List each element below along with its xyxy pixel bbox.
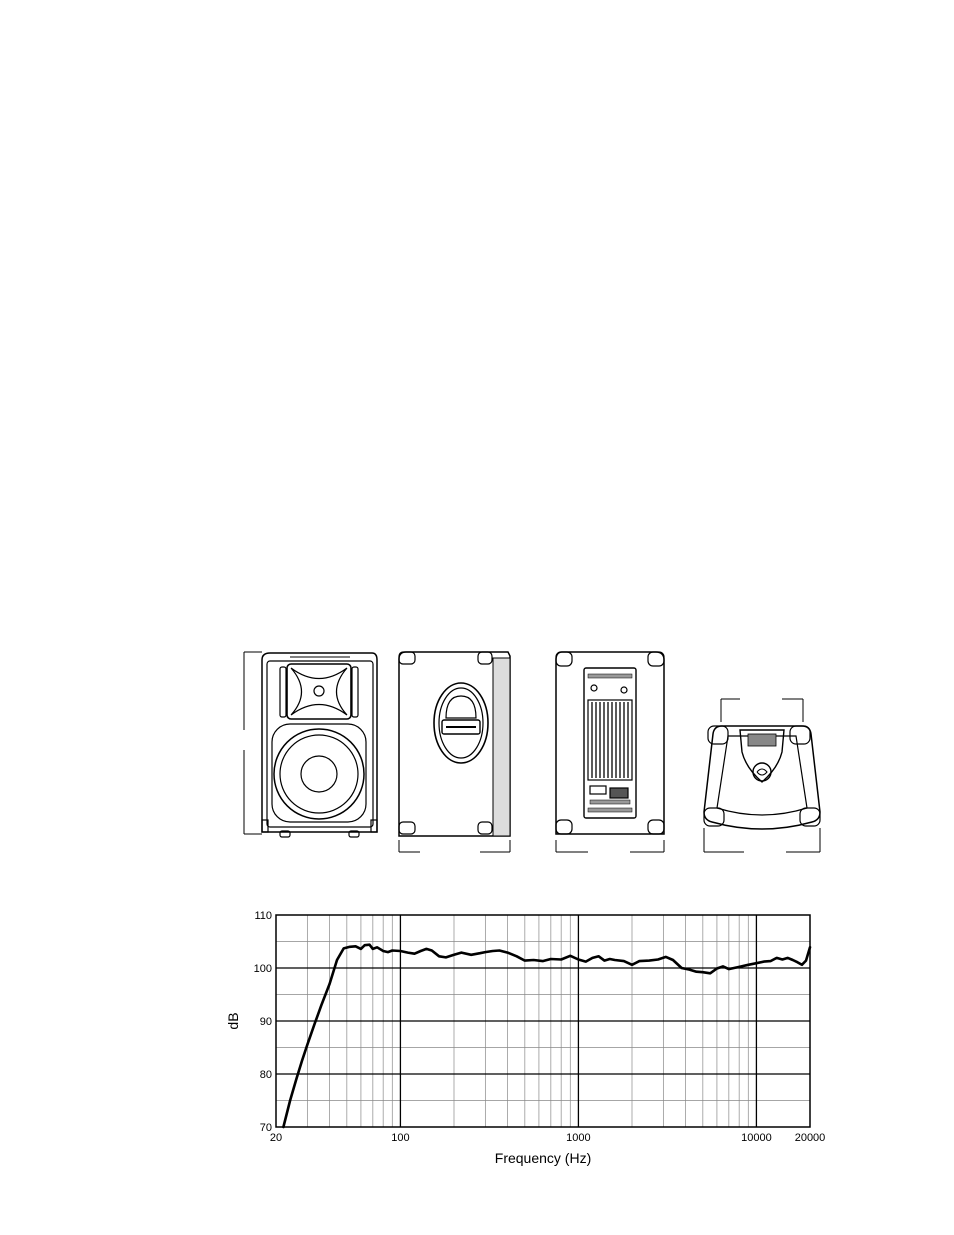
series-line xyxy=(283,945,810,1127)
x-tick-label: 1000 xyxy=(566,1132,590,1144)
y-tick-labels: 70 80 90 100 110 xyxy=(254,910,272,1134)
x-tick-label: 10000 xyxy=(741,1132,772,1144)
y-tick-label: 80 xyxy=(260,1069,272,1081)
y-tick-label: 70 xyxy=(260,1122,272,1134)
y-tick-label: 90 xyxy=(260,1016,272,1028)
x-tick-label: 100 xyxy=(391,1132,409,1144)
y-axis-title: dB xyxy=(225,1012,241,1029)
x-axis-title: Frequency (Hz) xyxy=(495,1150,591,1166)
y-tick-label: 110 xyxy=(254,910,272,922)
x-tick-label: 20000 xyxy=(795,1132,826,1144)
y-tick-label: 100 xyxy=(254,963,272,975)
